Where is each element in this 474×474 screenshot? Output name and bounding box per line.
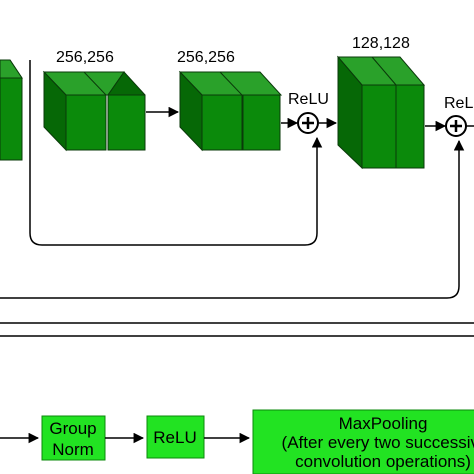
legend-group-norm-box: Group Norm [41,415,106,461]
conv-block-stage-3 [336,55,426,170]
legend-maxpooling-line2: (After every two successive [282,433,474,452]
relu-label-1: ReLU [288,91,329,108]
legend-maxpooling-line1: MaxPooling [339,414,428,433]
conv-block-stage-2 [178,70,283,152]
legend-relu-label: ReLU [153,428,196,447]
stage-3-size-label: 128,128 [352,35,410,52]
add-node-1 [297,112,319,134]
add-node-2 [445,115,467,137]
skip-connection-2 [0,139,465,299]
conv-block-left-partial [0,59,23,161]
conv-block-stage-1 [42,70,146,152]
relu-label-2: ReL [444,95,473,112]
legend-maxpooling-line3: convolution operations) [295,452,471,471]
stage-1-size-label: 256,256 [56,49,114,66]
legend-group-norm-line2: Norm [52,440,94,459]
legend-maxpooling-box: MaxPooling (After every two successive c… [252,409,474,474]
legend-group-norm-line1: Group [49,419,96,438]
legend-relu-box: ReLU [146,415,205,459]
skip-connection-1 [29,60,323,246]
stage-2-size-label: 256,256 [177,49,235,66]
